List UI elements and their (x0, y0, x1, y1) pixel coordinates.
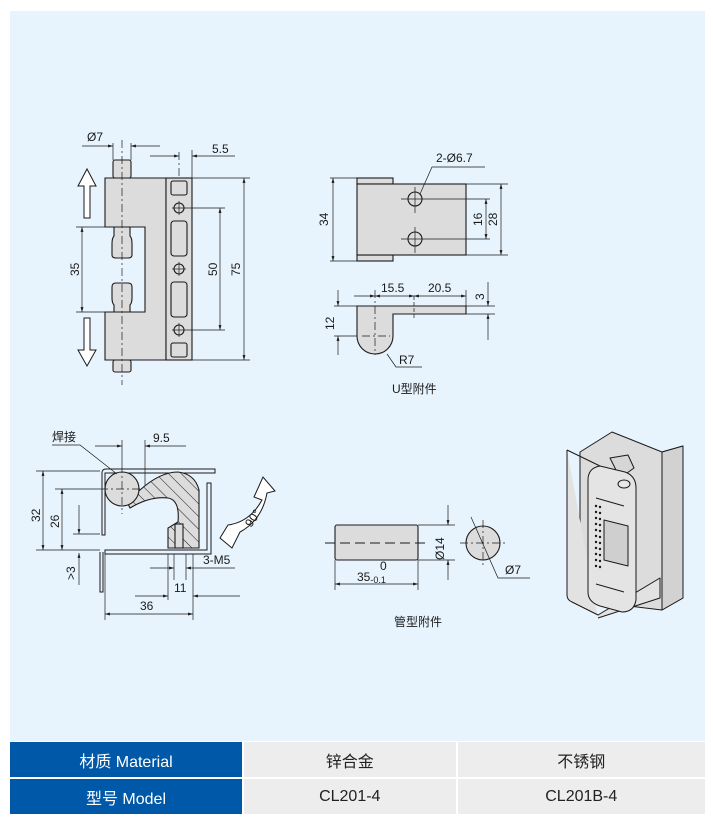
dim-hole-pitch: 16 (471, 212, 485, 226)
slot (170, 180, 188, 196)
dim-length-a: 15.5 (381, 281, 405, 295)
dim-arm-offset: 9.5 (153, 431, 170, 445)
technical-drawing: Ø7 5.5 35 50 75 2-Ø6.7 (29, 130, 684, 629)
u-tab-bottom (356, 254, 394, 262)
model-value-stainless: CL201B-4 (455, 779, 705, 814)
dim-height: 75 (229, 262, 243, 276)
dim-length-b: 20.5 (428, 281, 452, 295)
dim-hole-spacing: 50 (206, 262, 220, 276)
isometric-view (566, 431, 684, 619)
dim-inner-diameter: Ø7 (505, 563, 521, 577)
table-row-material: 材质 Material 锌合金 不锈钢 (10, 742, 705, 779)
dim-thickness: 3 (473, 293, 487, 300)
tube-attachment-caption: 管型附件 (394, 614, 442, 629)
u-attachment-caption: U型附件 (392, 382, 437, 396)
tube-attachment: Ø14 0 35-0.1 Ø7 管型附件 (325, 505, 530, 629)
iso-dot-pattern (594, 504, 602, 569)
knuckle-lower (111, 282, 133, 313)
weld-label: 焊接 (52, 429, 76, 444)
dim-u-height: 34 (317, 212, 331, 226)
tube-body (334, 524, 419, 561)
dim-depth: 12 (323, 316, 337, 330)
dim-outer-diameter: Ø14 (433, 537, 447, 560)
dim-offset: 5.5 (212, 142, 229, 156)
model-header: 型号 Model (10, 779, 242, 814)
front-view: Ø7 5.5 35 50 75 (68, 130, 250, 385)
material-value-stainless: 不锈钢 (455, 742, 705, 779)
u-tab-top (356, 177, 394, 185)
u-side-profile (356, 305, 467, 355)
slot (170, 220, 188, 257)
slot (170, 281, 188, 318)
drawing-panel (10, 11, 705, 741)
dim-section-inner: 26 (48, 514, 62, 528)
arrow-up-icon (77, 167, 97, 219)
u-attachment: 2-Ø6.7 34 16 28 15.5 20.5 3 (317, 151, 508, 396)
dim-inner-height: 28 (486, 212, 500, 226)
model-value-zinc: CL201-4 (242, 779, 456, 814)
dim-thread-spacing: 11 (174, 581, 187, 595)
dim-tube-length: 35-0.1 (357, 570, 386, 585)
dim-thread: 3-M5 (203, 553, 231, 567)
dim-pin-diameter: Ø7 (87, 130, 103, 144)
spec-table: 材质 Material 锌合金 不锈钢 型号 Model CL201-4 CL2… (10, 742, 705, 814)
arrow-down-icon (77, 317, 97, 368)
slot (170, 342, 188, 358)
section-view: 焊接 9.5 32 26 >3 3-M5 11 36 (29, 429, 276, 620)
rotation-arrow-icon (219, 476, 276, 549)
dim-radius: R7 (399, 353, 415, 367)
table-row-model: 型号 Model CL201-4 CL201B-4 (10, 779, 705, 814)
dim-section-width: 36 (140, 599, 154, 613)
dim-clearance: >3 (64, 566, 78, 580)
dim-gap: 35 (68, 262, 82, 276)
material-header: 材质 Material (10, 742, 242, 779)
dim-holes: 2-Ø6.7 (436, 151, 473, 165)
hinge-body (104, 177, 167, 361)
dim-section-height: 32 (29, 508, 43, 522)
dim-tolerance-upper: 0 (380, 559, 387, 573)
material-value-zinc: 锌合金 (242, 742, 456, 779)
screw-insert (174, 523, 184, 549)
